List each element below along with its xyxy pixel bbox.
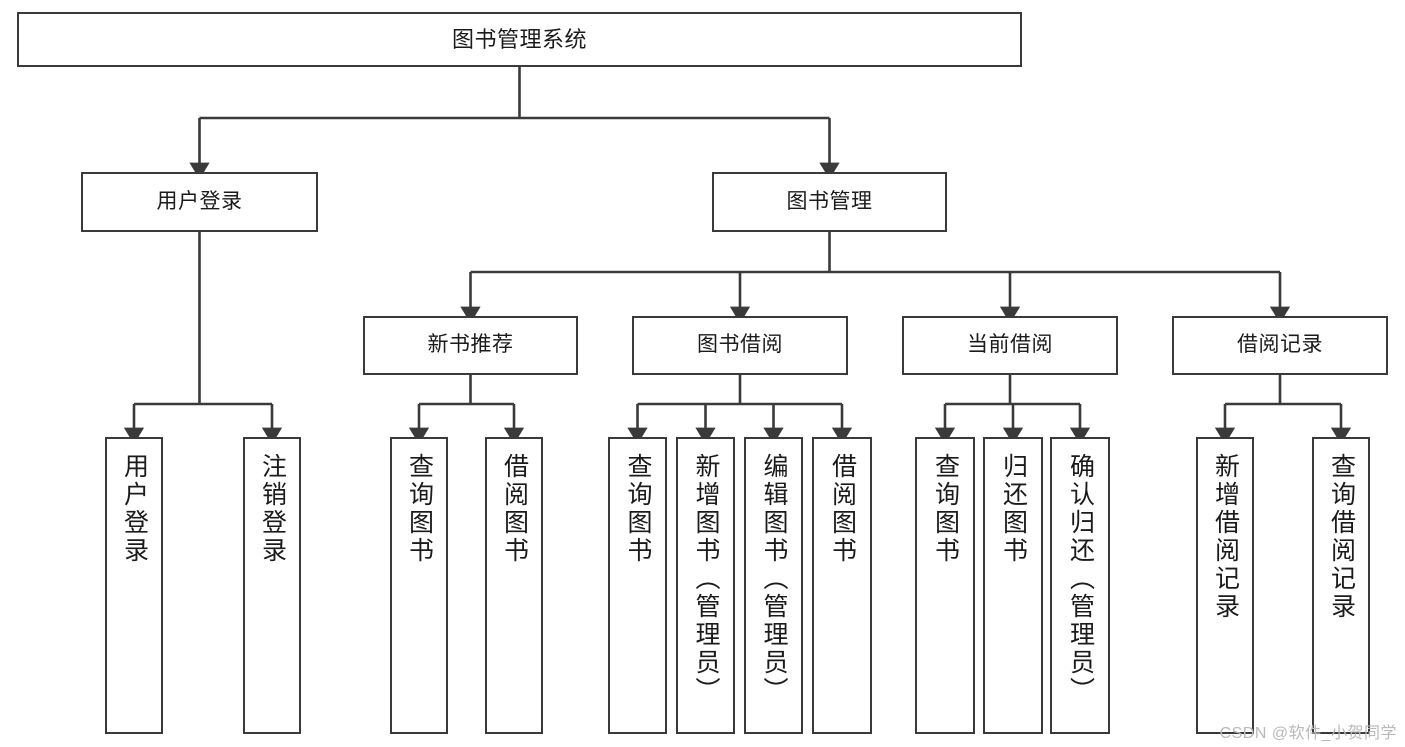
node-leaf-add-book-admin[interactable]: 新增图书（管理员） <box>676 437 735 734</box>
node-label-borrow-records: 借阅记录 <box>1237 333 1323 357</box>
node-leaf-confirm-return-admin[interactable]: 确认归还（管理员） <box>1050 437 1110 734</box>
node-root[interactable]: 图书管理系统 <box>17 12 1022 67</box>
node-leaf-query-book-current[interactable]: 查询图书 <box>915 437 975 734</box>
node-label-leaf-user-login: 用户登录 <box>120 453 149 565</box>
node-leaf-user-login[interactable]: 用户登录 <box>105 437 163 734</box>
node-leaf-borrow-book-recommend[interactable]: 借阅图书 <box>485 437 543 734</box>
node-label-leaf-edit-book-admin: 编辑图书（管理员） <box>760 453 788 705</box>
node-user-login[interactable]: 用户登录 <box>81 172 318 232</box>
node-leaf-edit-book-admin[interactable]: 编辑图书（管理员） <box>744 437 803 734</box>
node-label-leaf-query-borrow-record: 查询借阅记录 <box>1327 453 1356 621</box>
node-book-borrow[interactable]: 图书借阅 <box>632 316 848 375</box>
node-label-leaf-return-book: 归还图书 <box>999 453 1028 565</box>
node-leaf-query-book-recommend[interactable]: 查询图书 <box>390 437 448 734</box>
node-label-leaf-confirm-return-admin: 确认归还（管理员） <box>1066 453 1095 705</box>
node-leaf-borrow-book[interactable]: 借阅图书 <box>812 437 872 734</box>
node-label-leaf-borrow-book-recommend: 借阅图书 <box>500 453 529 565</box>
node-leaf-query-borrow-record[interactable]: 查询借阅记录 <box>1312 437 1370 734</box>
node-leaf-return-book[interactable]: 归还图书 <box>983 437 1043 734</box>
csdn-watermark: CSDN @软件_小贺同学 <box>1219 725 1397 742</box>
node-leaf-logout[interactable]: 注销登录 <box>243 437 301 734</box>
node-label-leaf-logout: 注销登录 <box>258 453 287 565</box>
node-label-leaf-borrow-book: 借阅图书 <box>828 453 857 565</box>
node-label-user-login: 用户登录 <box>156 189 243 213</box>
node-label-new-book-recommend: 新书推荐 <box>427 333 514 357</box>
node-label-current-borrow: 当前借阅 <box>967 333 1053 357</box>
node-label-leaf-add-book-admin: 新增图书（管理员） <box>692 453 720 705</box>
node-label-leaf-query-book-current: 查询图书 <box>931 453 960 565</box>
node-label-leaf-query-book-recommend: 查询图书 <box>405 453 434 565</box>
node-book-management[interactable]: 图书管理 <box>712 172 947 232</box>
node-new-book-recommend[interactable]: 新书推荐 <box>363 316 578 375</box>
node-label-leaf-query-book-borrow: 查询图书 <box>624 453 652 565</box>
node-label-leaf-add-borrow-record: 新增借阅记录 <box>1211 453 1240 621</box>
node-label-book-management: 图书管理 <box>786 189 873 213</box>
node-current-borrow[interactable]: 当前借阅 <box>902 316 1118 375</box>
node-label-book-borrow: 图书借阅 <box>697 333 783 357</box>
node-leaf-add-borrow-record[interactable]: 新增借阅记录 <box>1196 437 1254 734</box>
node-borrow-records[interactable]: 借阅记录 <box>1172 316 1388 375</box>
node-label-root: 图书管理系统 <box>451 26 587 52</box>
node-leaf-query-book-borrow[interactable]: 查询图书 <box>608 437 667 734</box>
